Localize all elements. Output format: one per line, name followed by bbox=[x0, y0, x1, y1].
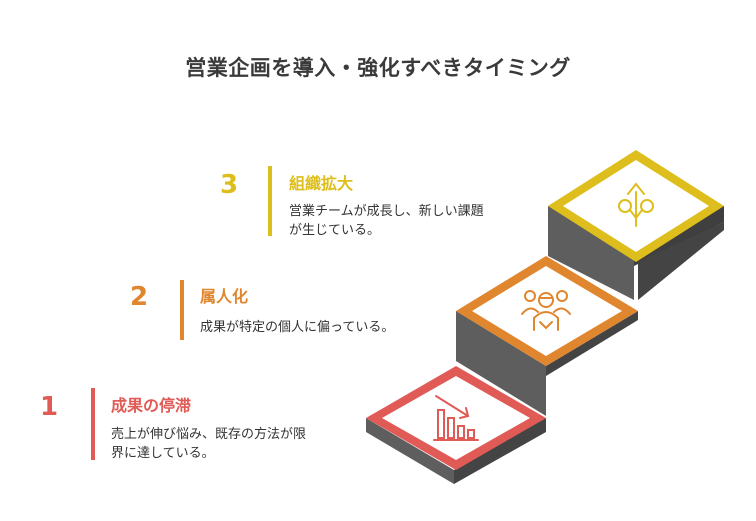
step-3-side-left bbox=[548, 206, 634, 300]
step-2-description-line-1: 成果が特定の個人に偏っている。 bbox=[200, 320, 395, 335]
step-3-number: 3 bbox=[220, 170, 239, 200]
team-people-icon bbox=[521, 290, 571, 331]
step-3-heading: 組織拡大 bbox=[289, 174, 354, 193]
step-1-description-line-2: 界に達している。 bbox=[111, 446, 215, 461]
step-1-heading: 成果の停滞 bbox=[111, 396, 192, 415]
step-1-description-line-1: 売上が伸び悩み、既存の方法が限 bbox=[111, 427, 307, 442]
step-3-accent-bar bbox=[268, 166, 272, 236]
step-1-description: 売上が伸び悩み、既存の方法が限 界に達している。 bbox=[111, 425, 351, 463]
step-1-side-right bbox=[454, 418, 546, 484]
step-3-description-line-1: 営業チームが成長し、新しい課題 bbox=[289, 204, 484, 219]
step-2-heading: 属人化 bbox=[200, 287, 249, 306]
step-2-description: 成果が特定の個人に偏っている。 bbox=[200, 318, 460, 337]
page-title: 営業企画を導入・強化すべきタイミング bbox=[185, 56, 571, 80]
step-2-side-right bbox=[546, 222, 724, 376]
step-1-top-inner bbox=[382, 376, 530, 460]
step-3-side-right bbox=[634, 206, 724, 266]
step-1-accent-bar bbox=[91, 388, 95, 460]
growing-plant-icon bbox=[618, 182, 654, 227]
step-3-description: 営業チームが成長し、新しい課題 が生じている。 bbox=[289, 202, 529, 240]
step-2-number: 2 bbox=[130, 282, 149, 312]
step-1-number: 1 bbox=[40, 392, 59, 422]
step-1-block bbox=[366, 366, 546, 484]
step-2-accent-bar bbox=[180, 280, 184, 340]
step-1-side-left bbox=[366, 418, 454, 484]
step-2-side-left bbox=[456, 311, 546, 416]
step-3-description-line-2: が生じている。 bbox=[289, 223, 381, 238]
declining-bar-chart-icon bbox=[433, 395, 479, 441]
